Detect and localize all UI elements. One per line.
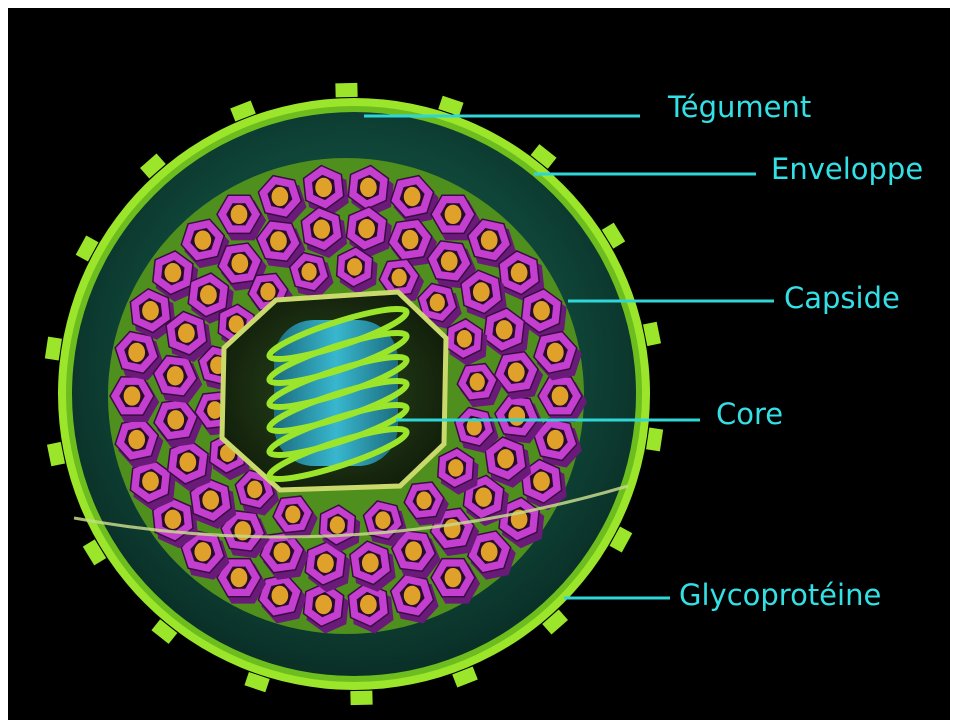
glycoprotein-spike xyxy=(47,442,65,466)
virus-diagram: Tégument Enveloppe Capside Core Glycopro… xyxy=(8,8,950,720)
glycoprotein-spike xyxy=(350,691,372,706)
glycoprotein-spike xyxy=(335,83,357,98)
label-core: Core xyxy=(716,400,783,429)
label-glycoproteine: Glycoprotéine xyxy=(679,581,881,610)
label-enveloppe: Enveloppe xyxy=(771,155,923,184)
glycoprotein-spike xyxy=(646,427,663,451)
glycoprotein-spike xyxy=(643,322,661,346)
label-tegument: Tégument xyxy=(668,93,811,122)
label-capside: Capside xyxy=(784,284,900,313)
glycoprotein-spike xyxy=(45,337,62,361)
